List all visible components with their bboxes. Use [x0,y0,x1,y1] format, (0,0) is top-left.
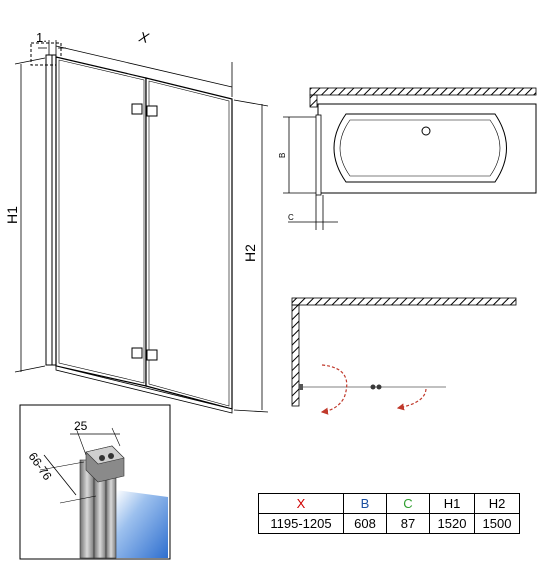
detail-marker-box [30,42,62,66]
value-h2: 1500 [474,513,520,534]
header-h2: H2 [474,493,520,514]
header-h1: H1 [429,493,475,514]
header-b: B [343,493,387,514]
spec-header-row: X B C H1 H2 [258,493,520,514]
spec-value-row: 1195-1205 608 87 1520 1500 [258,513,520,534]
value-c: 87 [386,513,430,534]
width-dimension-label: 25 [74,419,88,433]
front-view: 1. X H1 H2 [4,28,269,414]
wall-hatch-top [309,87,537,96]
profile-detail: 25 66-76 [19,404,171,560]
detail-marker-label: 1. [36,30,47,45]
bath-basin [333,113,507,183]
c-dimension-label: C [288,213,294,222]
glass-section [116,490,168,558]
screen-top-profile [315,114,322,196]
folding-glass-panel [145,77,233,410]
spec-table: X B C H1 H2 1195-1205 608 87 1520 1500 [258,493,520,534]
range-dimension-line [43,454,77,496]
swing-wall-left [291,304,300,407]
bath-top-view: B C [278,87,537,230]
drain-icon [421,126,431,136]
header-c: C [386,493,430,514]
swing-arrow-right-icon [396,388,427,411]
b-dimension-label: B [278,153,287,158]
wall-hinge-icon [299,384,303,390]
value-x: 1195-1205 [258,513,344,534]
swing-diagram [291,297,517,415]
wall-profile [45,54,53,366]
value-h1: 1520 [429,513,475,534]
swing-wall-top [291,297,517,306]
x-dimension-line [55,45,233,88]
x-dimension-label: X [137,28,151,46]
value-b: 608 [343,513,387,534]
hinge-top [131,103,158,117]
swing-arrow-left-icon [320,364,348,415]
hinge-bottom [131,347,158,361]
fold-hinge-icon [370,384,376,390]
h2-dimension-label: H2 [242,244,258,262]
h1-dimension-label: H1 [4,206,20,224]
header-x: X [258,493,344,514]
